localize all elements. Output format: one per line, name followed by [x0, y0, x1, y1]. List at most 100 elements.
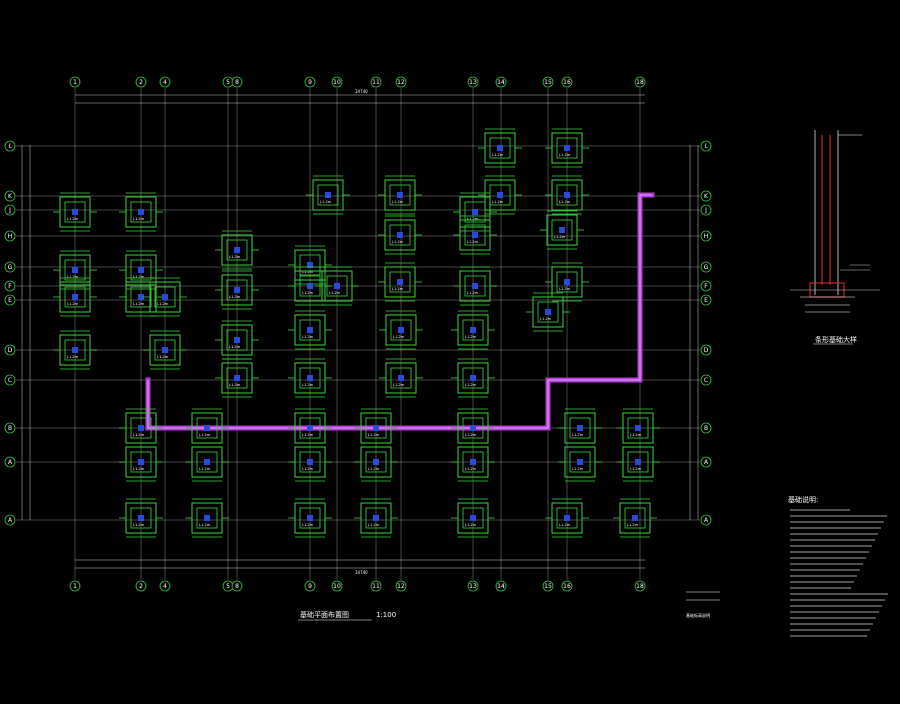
grid-column-bubble-12-bottom: 12: [395, 580, 407, 592]
grid-row-bubble-C-left: C: [4, 374, 16, 386]
grid-column-bubble-13-top: 13: [467, 76, 479, 88]
footing: J-1.2m: [545, 175, 589, 215]
footing: J-1.2m: [53, 277, 97, 317]
footing: J-1.2m: [558, 442, 602, 482]
plan-scale: 1:100: [376, 611, 396, 619]
footing: J-1.2m: [315, 266, 359, 306]
plan-title: 基础平面布置图: [300, 610, 349, 619]
footing-tag: J-1.2m: [301, 467, 314, 471]
footing-tag: J-1.2m: [301, 433, 314, 437]
plan-title-block: 基础平面布置图 1:100: [298, 610, 396, 621]
footing-tag: J-1.2m: [319, 200, 332, 204]
grid-row-bubble-E-left: E: [4, 294, 16, 306]
grid-row-label: D: [704, 347, 709, 354]
footing: J-1.2m: [53, 330, 97, 370]
column-marker: [470, 327, 476, 333]
column-marker: [373, 425, 379, 431]
footing-tag: J-1.2m: [629, 433, 642, 437]
grid-row-bubble-C-right: C: [700, 374, 712, 386]
grid-row-label: B: [704, 425, 708, 432]
strip-foundation-beam: [145, 192, 655, 431]
footing: J-1.2m: [451, 358, 495, 398]
grid-column-bubble-11-top: 11: [370, 76, 382, 88]
footing: J-1.2m: [526, 292, 570, 332]
column-marker: [334, 283, 340, 289]
footing: J-1.2m: [613, 498, 657, 538]
footing-tag: J-1.2m: [198, 523, 211, 527]
footing-tag: J-1.2m: [132, 275, 145, 279]
grid-row-label: A: [8, 517, 13, 524]
grid-row-bubble-D-right: D: [700, 344, 712, 356]
grid-column-label: 4: [163, 79, 167, 86]
footing-tag: J-1.2m: [301, 383, 314, 387]
grid-column-bubble-4-top: 4: [159, 76, 171, 88]
column-marker: [564, 515, 570, 521]
column-marker: [72, 209, 78, 215]
column-marker: [138, 267, 144, 273]
grid-column-bubble-14-bottom: 14: [495, 580, 507, 592]
grid-row-bubble-H-left: H: [4, 230, 16, 242]
footing: J-1.2m: [453, 266, 497, 306]
footing-tag: J-1.2m: [66, 275, 79, 279]
column-marker: [138, 294, 144, 300]
column-marker: [162, 347, 168, 353]
footing: J-1.2m: [616, 442, 660, 482]
column-marker: [397, 192, 403, 198]
column-marker: [497, 192, 503, 198]
grid-row-label: H: [8, 233, 13, 240]
grid-column-bubble-9-top: 9: [304, 76, 316, 88]
footing-tag: J-1.2m: [301, 523, 314, 527]
footing: J-1.2m: [378, 215, 422, 255]
grid-column-label: 11: [372, 79, 380, 86]
column-marker: [635, 459, 641, 465]
footing: J-1.2m: [354, 498, 398, 538]
footing: J-1.2m: [378, 262, 422, 302]
footing-tag: J-1.2m: [228, 255, 241, 259]
footing-tag: J-1.2m: [466, 217, 479, 221]
grid-column-label: 5: [226, 583, 230, 590]
footing-tag: J-1.2m: [629, 467, 642, 471]
grid-row-bubble-K-left: K: [4, 190, 16, 202]
grid-column-bubble-10-top: 10: [331, 76, 343, 88]
grid-column-label: 11: [372, 583, 380, 590]
grid-column-bubble-12-top: 12: [395, 76, 407, 88]
footing: J-1.2m: [215, 270, 259, 310]
grid-row-label: G: [704, 264, 709, 271]
footing: J-1.2m: [119, 442, 163, 482]
footing-tag: J-1.2m: [392, 383, 405, 387]
grid-row-label: G: [8, 264, 13, 271]
column-marker: [398, 327, 404, 333]
footing-tag: J-1.2m: [328, 291, 341, 295]
column-marker: [234, 287, 240, 293]
grid-row-bubble-A-right: A: [700, 514, 712, 526]
column-marker: [307, 515, 313, 521]
footing: J-1.2m: [378, 175, 422, 215]
footing-tag: J-1.2m: [558, 200, 571, 204]
footing-tag: J-1.2m: [466, 291, 479, 295]
footing: J-1.2m: [545, 498, 589, 538]
grid-column-label: 12: [397, 583, 405, 590]
grid-column-label: 15: [544, 583, 552, 590]
column-marker: [72, 347, 78, 353]
column-marker: [307, 375, 313, 381]
footing-tag: J-1.2m: [464, 467, 477, 471]
footing-tag: J-1.2m: [228, 383, 241, 387]
grid-column-label: 15: [544, 79, 552, 86]
column-marker: [307, 283, 313, 289]
footing: J-1.2m: [379, 358, 423, 398]
footing-tag: J-1.2m: [558, 153, 571, 157]
column-marker: [497, 145, 503, 151]
footing-tag: J-1.2m: [156, 302, 169, 306]
column-marker: [138, 459, 144, 465]
grid-column-bubble-8-bottom: 8: [231, 580, 243, 592]
column-marker: [138, 209, 144, 215]
footing: J-1.2m: [215, 230, 259, 270]
footing-tag: J-1.2m: [464, 383, 477, 387]
footing: J-1.2m: [540, 210, 584, 250]
column-marker: [632, 515, 638, 521]
column-marker: [138, 515, 144, 521]
column-marker: [472, 209, 478, 215]
footing-tag: J-1.2m: [66, 355, 79, 359]
footing: J-1.2m: [451, 498, 495, 538]
